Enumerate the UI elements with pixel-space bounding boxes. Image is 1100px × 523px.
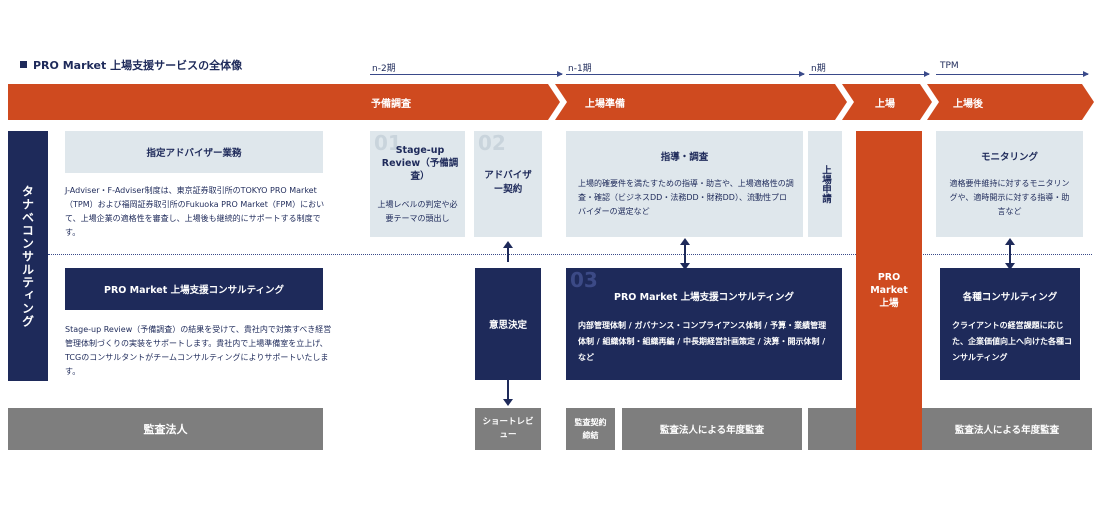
period-line-n [809,71,930,77]
phase-label-listing: 上場 [875,99,895,110]
step-03-number: 03 [570,268,598,292]
guidance-survey-title: 指導・調査 [660,152,709,163]
arrow-decision-review [503,380,513,406]
monitoring-desc: 適格要件維持に対するモニタリングや、適時開示に対する指導・助言など [949,179,1070,216]
phase-arrow-prep [8,84,560,120]
pro-market-consulting-03-title: PRO Market 上場支援コンサルティング [614,292,794,303]
pro-market-listing-column: PRO Market 上場 [856,131,922,450]
double-arrow-monitoring-consulting [1005,238,1015,270]
title-square-icon [20,61,27,68]
tanabe-consulting-label: タナベコンサルティング [20,184,35,328]
various-consulting-box: 各種コンサルティング クライアントの経営課題に応じた、企業価値向上へ向けた各種コ… [940,268,1080,380]
dotted-separator [48,254,1092,255]
stage-up-review-box: 01 Stage-up Review（予備調査） 上場レベルの判定や必要テーマの… [370,131,465,237]
pro-market-consulting-header: PRO Market 上場支援コンサルティング [65,268,323,310]
step-01-number: 01 [374,131,402,155]
phase-arrow-listing [842,84,932,120]
phase-arrow-listing-prep [555,84,847,120]
annual-audit-gap-box [808,408,858,450]
period-n: n期 [811,64,826,74]
annual-audit-post-box: 監査法人による年度監査 [922,408,1092,450]
stage-up-review-title: Stage-up Review（予備調査） [381,145,459,182]
adviser-contract-title: アドバイザー契約 [484,170,532,195]
adviser-contract-box: 02 アドバイザー契約 [474,131,542,237]
arrow-up-icon [503,241,513,248]
arrow-up-icon [1005,238,1015,245]
arrow-down-icon [1005,263,1015,270]
page-title-text: PRO Market 上場支援サービスの全体像 [33,59,243,72]
double-arrow-02-decision [503,241,513,262]
annual-audit-box: 監査法人による年度監査 [622,408,802,450]
guidance-survey-desc: 上場的確要件を満たすための指導・助言や、上場適格性の調査・確認（ビジネスDD・法… [578,179,794,216]
period-n2: n-2期 [372,64,396,74]
period-line-n1 [566,71,805,77]
pro-market-consulting-03-box: 03 PRO Market 上場支援コンサルティング 内部管理体制 / ガバナン… [566,268,842,380]
phase-arrow-bar [8,84,1094,120]
short-review-box: ショートレビュー [475,408,541,450]
phase-arrow-post [927,84,1094,120]
period-n1: n-1期 [568,64,592,74]
phase-label-prep: 上場準備 [585,99,625,110]
arrow-up-icon [680,238,690,245]
audit-contract-box: 監査契約締結 [566,408,615,450]
guidance-survey-box: 指導・調査 上場的確要件を満たすための指導・助言や、上場適格性の調査・確認（ビジ… [566,131,803,237]
monitoring-box: モニタリング 適格要件維持に対するモニタリングや、適時開示に対する指導・助言など [936,131,1083,237]
listing-application-box: 上場申請 [808,131,842,237]
stage-up-review-desc: 上場レベルの判定や必要テーマの頭出し [377,200,458,223]
arrow-down-icon [680,263,690,270]
page-title: PRO Market 上場支援サービスの全体像 [20,57,242,73]
designated-adviser-desc: J-Adviser・F-Adviser制度は、東京証券取引所のTOKYO PRO… [65,186,325,237]
monitoring-title: モニタリング [980,152,1038,163]
designated-adviser-header: 指定アドバイザー業務 [65,131,323,173]
period-tpm: TPM [940,61,959,71]
period-line-n2 [370,71,563,77]
phase-label-post: 上場後 [953,99,983,110]
decision-box: 意思決定 [475,268,541,380]
listing-application-label: 上場申請 [820,165,831,203]
pro-market-listing-label: PRO Market 上場 [870,272,908,309]
phase-label-prelim: 予備調査 [371,99,411,110]
arrow-down-icon [503,399,513,406]
various-consulting-title: 各種コンサルティング [962,292,1058,303]
pro-market-consulting-desc: Stage-up Review（予備調査）の結果を受けて、貴社内で対策すべき経営… [65,325,332,376]
tanabe-consulting-bar: タナベコンサルティング [8,131,48,381]
step-02-number: 02 [478,131,506,155]
period-line-tpm [936,71,1089,77]
pro-market-consulting-03-desc: 内部管理体制 / ガバナンス・コンプライアンス体制 / 予算・業績管理体制 / … [578,321,827,362]
double-arrow-guidance-03 [680,238,690,270]
various-consulting-desc: クライアントの経営課題に応じた、企業価値向上へ向けた各種コンサルティング [952,321,1072,362]
audit-corporation-bar: 監査法人 [8,408,323,450]
